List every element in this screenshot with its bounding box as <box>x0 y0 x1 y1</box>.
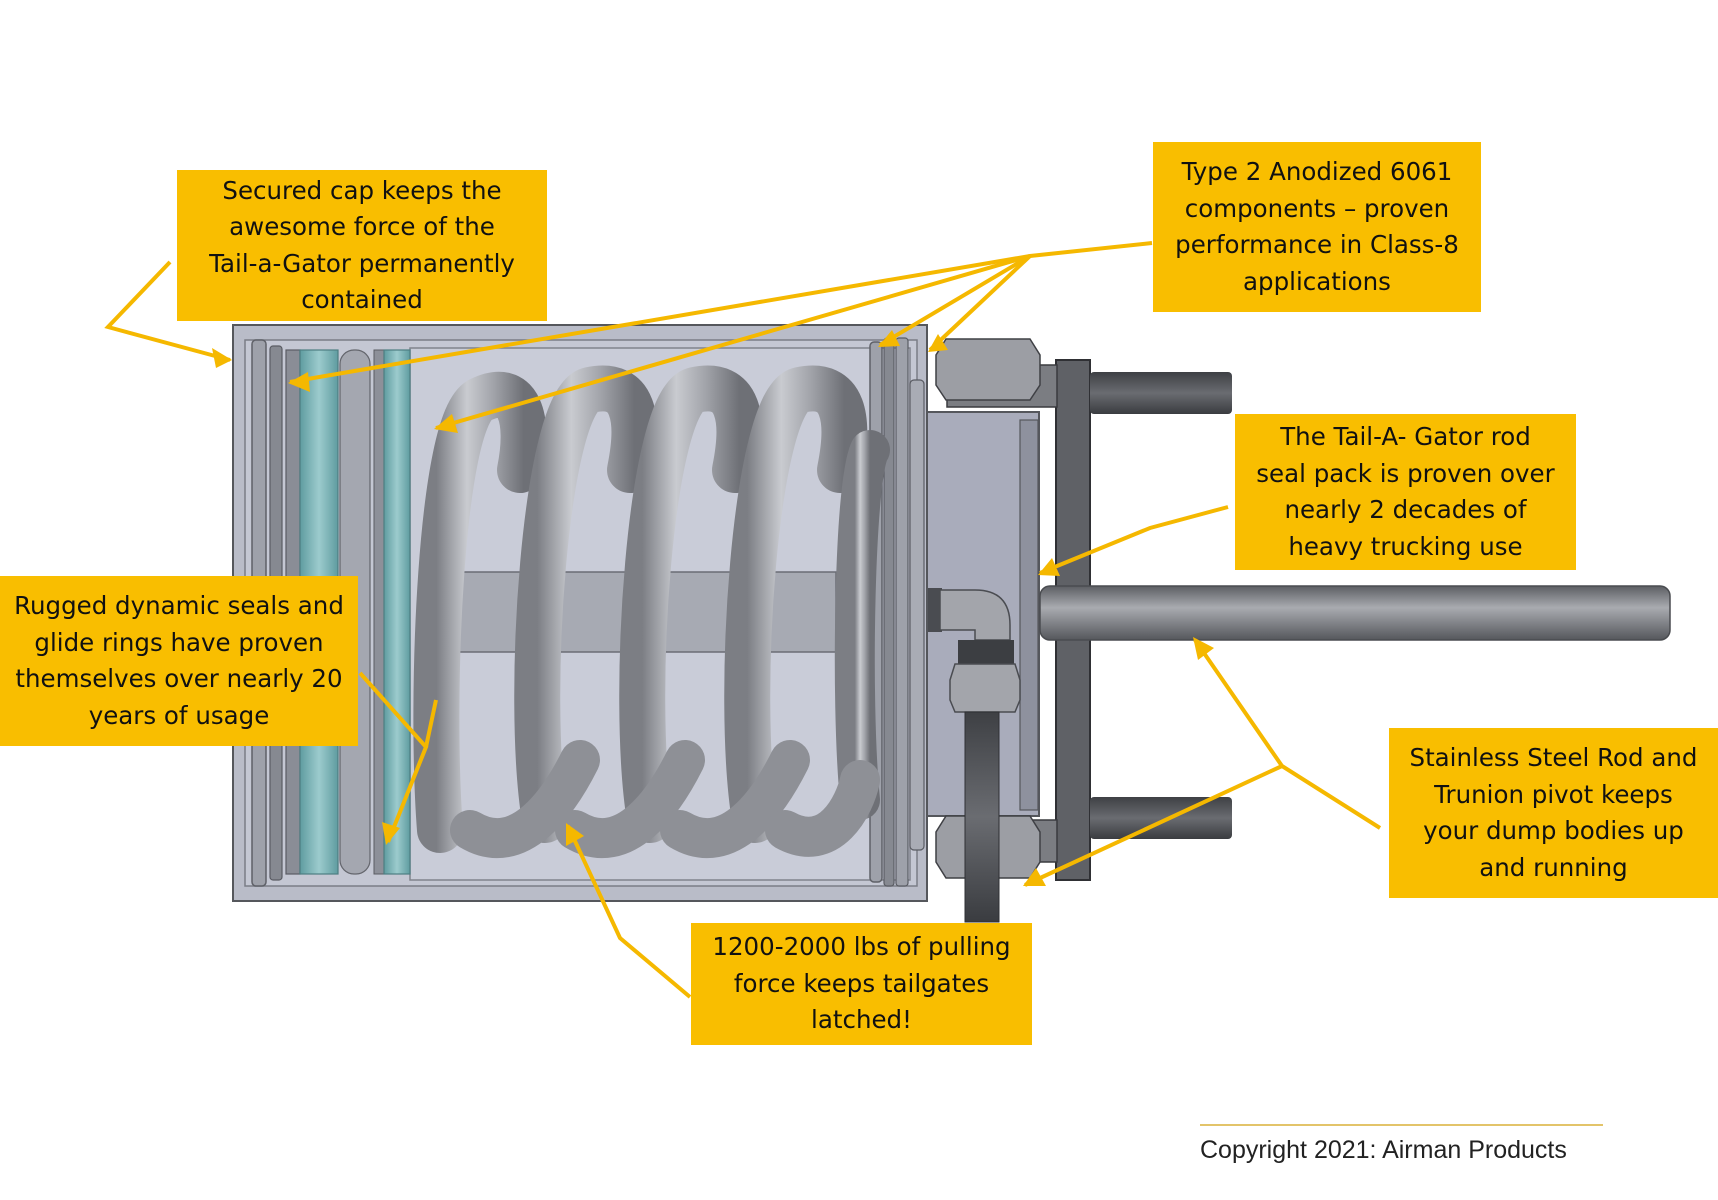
copyright-divider <box>1200 1124 1603 1126</box>
leader-rod-seal-pack <box>1039 505 1229 575</box>
leader-anodized-3 <box>878 254 1032 347</box>
arrow-head <box>1038 558 1060 576</box>
callout-line: years of usage <box>88 700 270 730</box>
leader-cap <box>104 260 231 362</box>
callout-line: latched! <box>811 1005 912 1035</box>
leader-seals-2 <box>424 699 438 748</box>
arrow-head <box>382 822 400 845</box>
air-fitting <box>928 588 1021 923</box>
arrow-head <box>1023 868 1046 886</box>
callout-line: Rugged dynamic seals and <box>14 591 344 620</box>
callout-line: Stainless Steel Rod and <box>1409 743 1698 772</box>
callout-line: components – proven <box>1184 193 1450 223</box>
callout-line: contained <box>301 285 423 314</box>
callout-dynamic-seals: Rugged dynamic seals and glide rings hav… <box>0 576 358 746</box>
callout-stainless-text: Stainless Steel Rod and Trunion pivot ke… <box>1410 740 1698 886</box>
callout-stainless-rod: Stainless Steel Rod and Trunion pivot ke… <box>1389 728 1718 898</box>
callout-pulling-force-text: 1200-2000 lbs of pulling force keeps tai… <box>712 929 1010 1039</box>
callout-line: heavy trucking use <box>1288 531 1523 561</box>
callout-line: Type 2 Anodized 6061 <box>1181 157 1453 186</box>
copyright-text: Copyright 2021: Airman Products <box>1200 1136 1567 1164</box>
callout-line: Trunion pivot keeps <box>1434 779 1673 809</box>
leader-pulling-force <box>566 825 692 999</box>
arrow-head <box>288 372 310 392</box>
arrow-head <box>566 823 584 846</box>
callout-line: force keeps tailgates <box>733 968 990 998</box>
callout-line: applications <box>1243 266 1391 296</box>
arrow-head <box>434 414 458 433</box>
arrow-head <box>878 330 900 347</box>
callout-line: themselves over nearly 20 <box>15 664 343 693</box>
arrow-head <box>1193 637 1214 660</box>
callout-seals-text: Rugged dynamic seals and glide rings hav… <box>14 588 344 734</box>
callout-anodized-components: Type 2 Anodized 6061 components – proven… <box>1153 142 1481 312</box>
compression-spring <box>413 365 890 858</box>
callout-line: your dump bodies up <box>1423 816 1684 845</box>
callout-line: glide rings have proven <box>34 627 324 657</box>
leader-anodized-4 <box>928 254 1032 352</box>
leader-anodized-2 <box>435 254 1031 430</box>
stainless-rod <box>1039 585 1671 641</box>
callout-line: and running <box>1479 852 1628 882</box>
leader-lines <box>104 241 1382 999</box>
callout-line: seal pack is proven over <box>1256 458 1555 488</box>
arrow-head <box>212 348 232 368</box>
callout-secured-cap: Secured cap keeps the awesome force of t… <box>177 170 547 321</box>
arrow-head <box>928 334 948 352</box>
callout-pulling-force: 1200-2000 lbs of pulling force keeps tai… <box>691 923 1032 1045</box>
callout-rod-seal-pack: The Tail-A- Gator rod seal pack is prove… <box>1235 414 1576 570</box>
arrow-heads <box>212 330 1214 886</box>
callout-line: 1200-2000 lbs of pulling <box>712 932 1011 962</box>
callout-anodized-text: Type 2 Anodized 6061 components – proven… <box>1175 154 1459 300</box>
callout-line: performance in Class-8 <box>1175 230 1459 259</box>
callout-line: awesome force of the <box>229 212 495 241</box>
callout-line: Secured cap keeps the <box>222 175 502 205</box>
callout-rod-seal-pack-text: The Tail-A- Gator rod seal pack is prove… <box>1256 419 1554 565</box>
callout-line: nearly 2 decades of <box>1284 495 1527 524</box>
callout-secured-cap-text: Secured cap keeps the awesome force of t… <box>209 173 515 319</box>
leader-stainless-2 <box>1024 764 1283 887</box>
callout-line: The Tail-A- Gator rod <box>1280 422 1531 451</box>
callout-line: Tail-a-Gator permanently <box>209 248 515 278</box>
